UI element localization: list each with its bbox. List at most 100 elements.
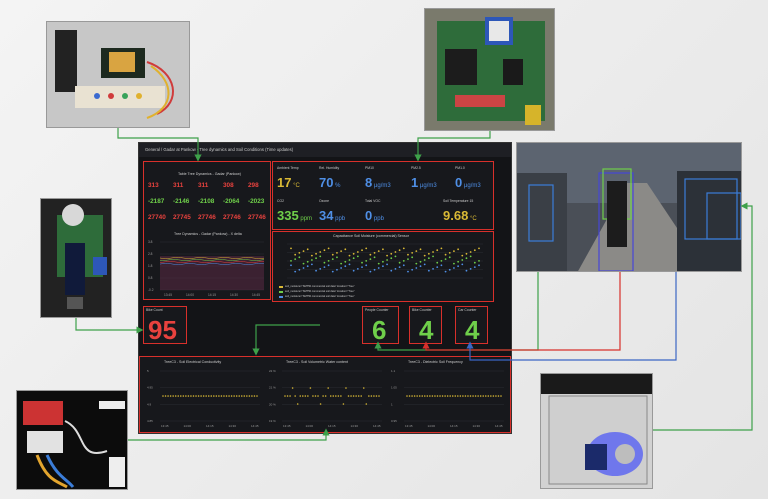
bottom-point: [177, 395, 180, 397]
bottom-point: [291, 387, 294, 389]
bottom-point: [233, 395, 235, 397]
soil-legend-1: soil_moisture="SMT50 commercial soil dat…: [285, 285, 355, 288]
photo-enclosure-box: [540, 373, 653, 489]
temp-table-cell: 27746: [248, 214, 266, 221]
bottom-point: [253, 395, 256, 397]
dashboard-breadcrumb[interactable]: General / Gadar at Pankow - Tree dynamic…: [139, 143, 511, 157]
temp-table-cell: 311: [173, 182, 184, 189]
soil-point: [465, 252, 468, 255]
soil-point: [473, 266, 476, 268]
bottom-xtick: 13:45: [405, 424, 413, 428]
soil-point: [436, 261, 439, 264]
bottom-xtick: 14:45: [251, 424, 259, 428]
soil-point: [352, 252, 355, 255]
bottom-point: [378, 395, 380, 397]
bottom-point: [345, 387, 347, 389]
bottom-point: [340, 395, 342, 397]
soil-point: [478, 247, 480, 250]
soil-point: [440, 247, 443, 250]
soil-point: [407, 253, 409, 256]
bottom-point: [373, 395, 375, 397]
bottom-point: [449, 395, 451, 397]
rel-humidity-label: Rel. Humidity: [319, 166, 340, 170]
soil-point: [465, 269, 468, 272]
car-counter-panel: Car Counter 4: [455, 306, 488, 344]
soil-point: [398, 266, 401, 268]
soil-point: [398, 249, 401, 252]
temp-table-cell: 308: [223, 182, 234, 189]
soil-chart-title: Capacitance Soil Moisture (commercial) S…: [333, 234, 409, 238]
pm10-value: 8 µg/m3: [365, 175, 391, 190]
temp-table-cell: 313: [148, 182, 159, 189]
tree-ytick: 1.8: [148, 264, 153, 268]
soil-point: [327, 264, 330, 267]
bottom-point: [451, 395, 454, 397]
soil-point: [473, 249, 476, 252]
bottom-xtick: 14:15: [206, 424, 214, 428]
soil-point: [361, 249, 363, 252]
soil-point: [352, 257, 355, 260]
bottom-point: [172, 395, 174, 397]
soil-point: [457, 248, 460, 251]
bottom-point: [337, 395, 340, 397]
bottom-point: [213, 395, 215, 397]
bottom-point: [317, 395, 319, 397]
temp-table-cell: 27746: [198, 214, 216, 221]
soil-point: [298, 252, 301, 254]
bottom-point: [439, 395, 441, 397]
soil-point: [315, 257, 317, 260]
bike-count-panel: Bike Count 95: [143, 306, 187, 344]
temp-table-title: Table Tree Dynamics - Gadar (Pankow): [178, 172, 241, 176]
soil-point: [469, 255, 472, 258]
soil-point: [344, 248, 347, 251]
soil-point: [440, 260, 443, 262]
temp-table-cell: 27740: [148, 214, 166, 221]
soil-point: [436, 249, 439, 252]
temp-table-cell: -2023: [248, 198, 265, 205]
bottom-chart-title: TreeC3 - Dielectric Soil Frequency: [408, 360, 463, 364]
soil-point: [457, 260, 460, 263]
soil-point: [478, 264, 480, 267]
bottom-point: [240, 395, 243, 397]
bottom-point: [286, 395, 289, 397]
bottom-xtick: 14:30: [351, 424, 359, 428]
bottom-ytick: 4.9: [147, 402, 152, 406]
soil-point: [444, 258, 447, 260]
soil-point: [327, 247, 330, 250]
bottom-point: [434, 395, 436, 397]
bottom-point: [169, 395, 172, 397]
soil-point: [310, 259, 313, 261]
tvoc-label: Total VOC: [365, 199, 381, 203]
soil-moisture-chart: [287, 243, 483, 279]
bike-count-label: Bike Count: [146, 308, 163, 312]
soil-point: [306, 260, 309, 263]
bike-counter-value: 4: [419, 315, 434, 345]
bottom-point: [444, 395, 446, 397]
soil-point: [423, 263, 426, 266]
bottom-point: [202, 395, 205, 397]
bottom-point: [215, 395, 218, 397]
pm25-label: PM2.5: [411, 166, 421, 170]
soil-point: [319, 268, 322, 270]
soil-point: [302, 262, 305, 265]
bottom-point: [477, 395, 479, 397]
bottom-point: [357, 395, 360, 397]
bottom-point: [220, 395, 223, 397]
pm1-label: PM1.0: [455, 166, 465, 170]
bottom-point: [246, 395, 248, 397]
soil-point: [365, 264, 368, 267]
bottom-point: [284, 395, 286, 397]
bottom-point: [182, 395, 185, 397]
soil-point: [427, 257, 430, 260]
soil-point: [411, 268, 414, 271]
bottom-point: [324, 395, 327, 397]
ozone-value: 34 ppb: [319, 208, 346, 223]
temp-table-cell: 298: [248, 182, 259, 189]
bike-counter-panel: Bike Counter 4: [409, 306, 442, 344]
soil-temp-unit: °C: [468, 216, 477, 222]
soil-point: [369, 253, 372, 256]
bottom-point: [207, 395, 210, 397]
people-counter-panel: People Counter 6: [362, 306, 399, 344]
soil-point: [290, 260, 292, 262]
